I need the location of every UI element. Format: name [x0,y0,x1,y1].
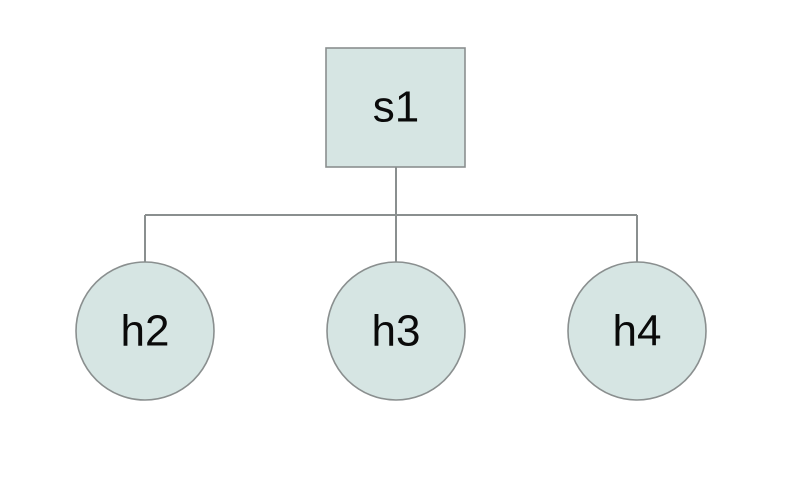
switch-shape[interactable] [325,47,466,168]
node-h2[interactable]: h2 [75,261,215,401]
host-shape[interactable] [75,261,215,401]
host-shape[interactable] [567,261,707,401]
node-h3[interactable]: h3 [326,261,466,401]
host-shape[interactable] [326,261,466,401]
node-h4-label: h4 [613,307,662,356]
node-h2-label: h2 [121,307,170,356]
node-h3-label: h3 [372,307,421,356]
node-s1[interactable]: s1 [325,47,466,168]
edge-group [144,167,638,262]
node-h4[interactable]: h4 [567,261,707,401]
node-s1-label: s1 [373,83,419,132]
